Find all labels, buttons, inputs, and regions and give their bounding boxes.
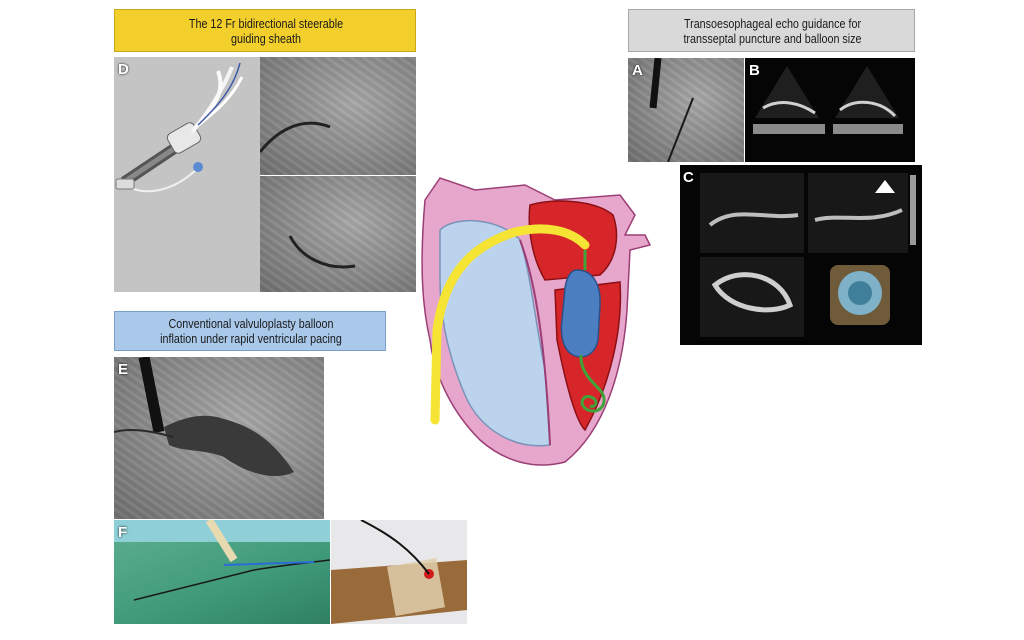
panel-c-echo-image: C [680,165,922,345]
tee-title-text: Transoesophageal echo guidance for trans… [683,16,862,46]
panel-d-fluoro-top [260,57,416,175]
panel-a-fluoro-image: A [628,58,744,162]
panel-f-photo-left: F [114,520,330,624]
guidewire [579,250,606,413]
panel-a-label: A [632,62,643,79]
panel-f-photo-right [331,520,467,624]
tee-title-box: Transoesophageal echo guidance for trans… [628,9,915,52]
heart-diagram [421,177,652,466]
panel-b-label: B [749,62,760,79]
panel-d-device-image: D [114,57,260,292]
sheath-title-box: The 12 Fr bidirectional steerable guidin… [114,9,416,52]
panel-b-echo-image: B [745,58,915,162]
sheath-title-text: The 12 Fr bidirectional steerable guidin… [188,16,344,46]
steerable-sheath-device-icon [115,62,244,193]
panel-d-fluoro-bottom [260,176,416,292]
panel-e-label: E [118,361,129,378]
panel-d-label: D [118,61,129,78]
panel-c-label: C [683,169,694,186]
panel-f-label: F [118,524,128,541]
yellow-catheter [430,224,590,425]
valvuloplasty-balloon [560,269,601,358]
valvuloplasty-title-box: Conventional valvuloplasty balloon infla… [114,311,386,351]
panel-e-fluoro-image: E [114,357,324,519]
valvuloplasty-title-text: Conventional valvuloplasty balloon infla… [160,317,342,346]
